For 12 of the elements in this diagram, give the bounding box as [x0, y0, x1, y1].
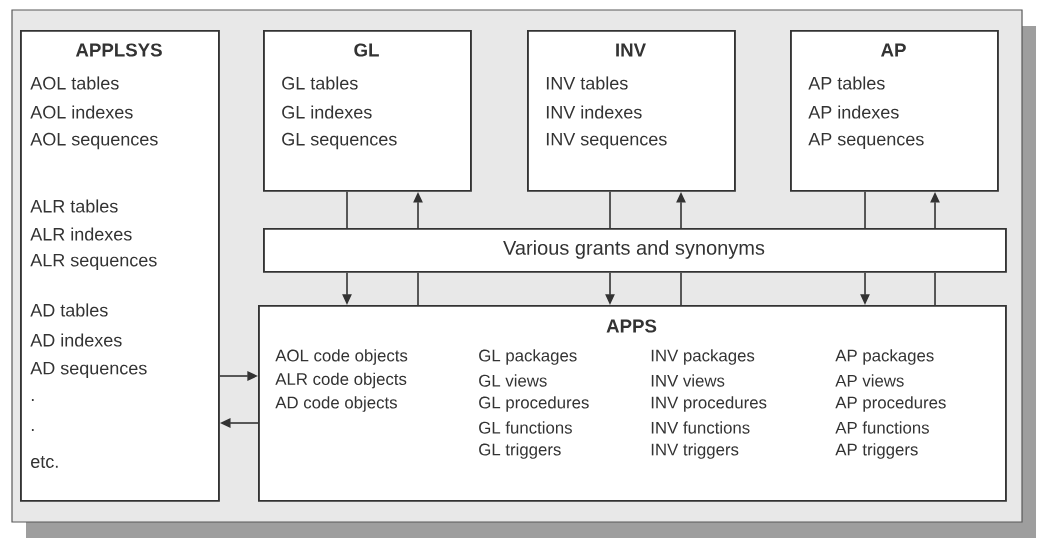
connector-line	[346, 191, 348, 229]
grants-band: Various grants and synonyms	[263, 228, 1007, 273]
connector-line	[609, 191, 611, 229]
schema-box: AP AP tables AP indexes AP sequences	[790, 30, 999, 192]
schema-box: INV INV tables INV indexes INV sequences	[527, 30, 736, 192]
connector-line	[680, 272, 682, 306]
connector-line	[934, 272, 936, 306]
schema-box: GL GL tables GL indexes GL sequences	[263, 30, 472, 192]
connector-line	[417, 272, 419, 306]
connector-line	[864, 191, 866, 229]
schema-box: APPS AOL code objects ALR code objects AD code objects GL packages GL views GL procedures GL functions GL triggers INV packages INV views INV procedures INV functions INV triggers AP packages AP views AP procedures AP functions AP triggers	[258, 305, 1007, 502]
schema-box: APPLSYS AOL tables AOL indexes AOL sequences ALR tables ALR indexes ALR sequences AD tables AD indexes AD sequences . . etc.	[20, 30, 220, 502]
